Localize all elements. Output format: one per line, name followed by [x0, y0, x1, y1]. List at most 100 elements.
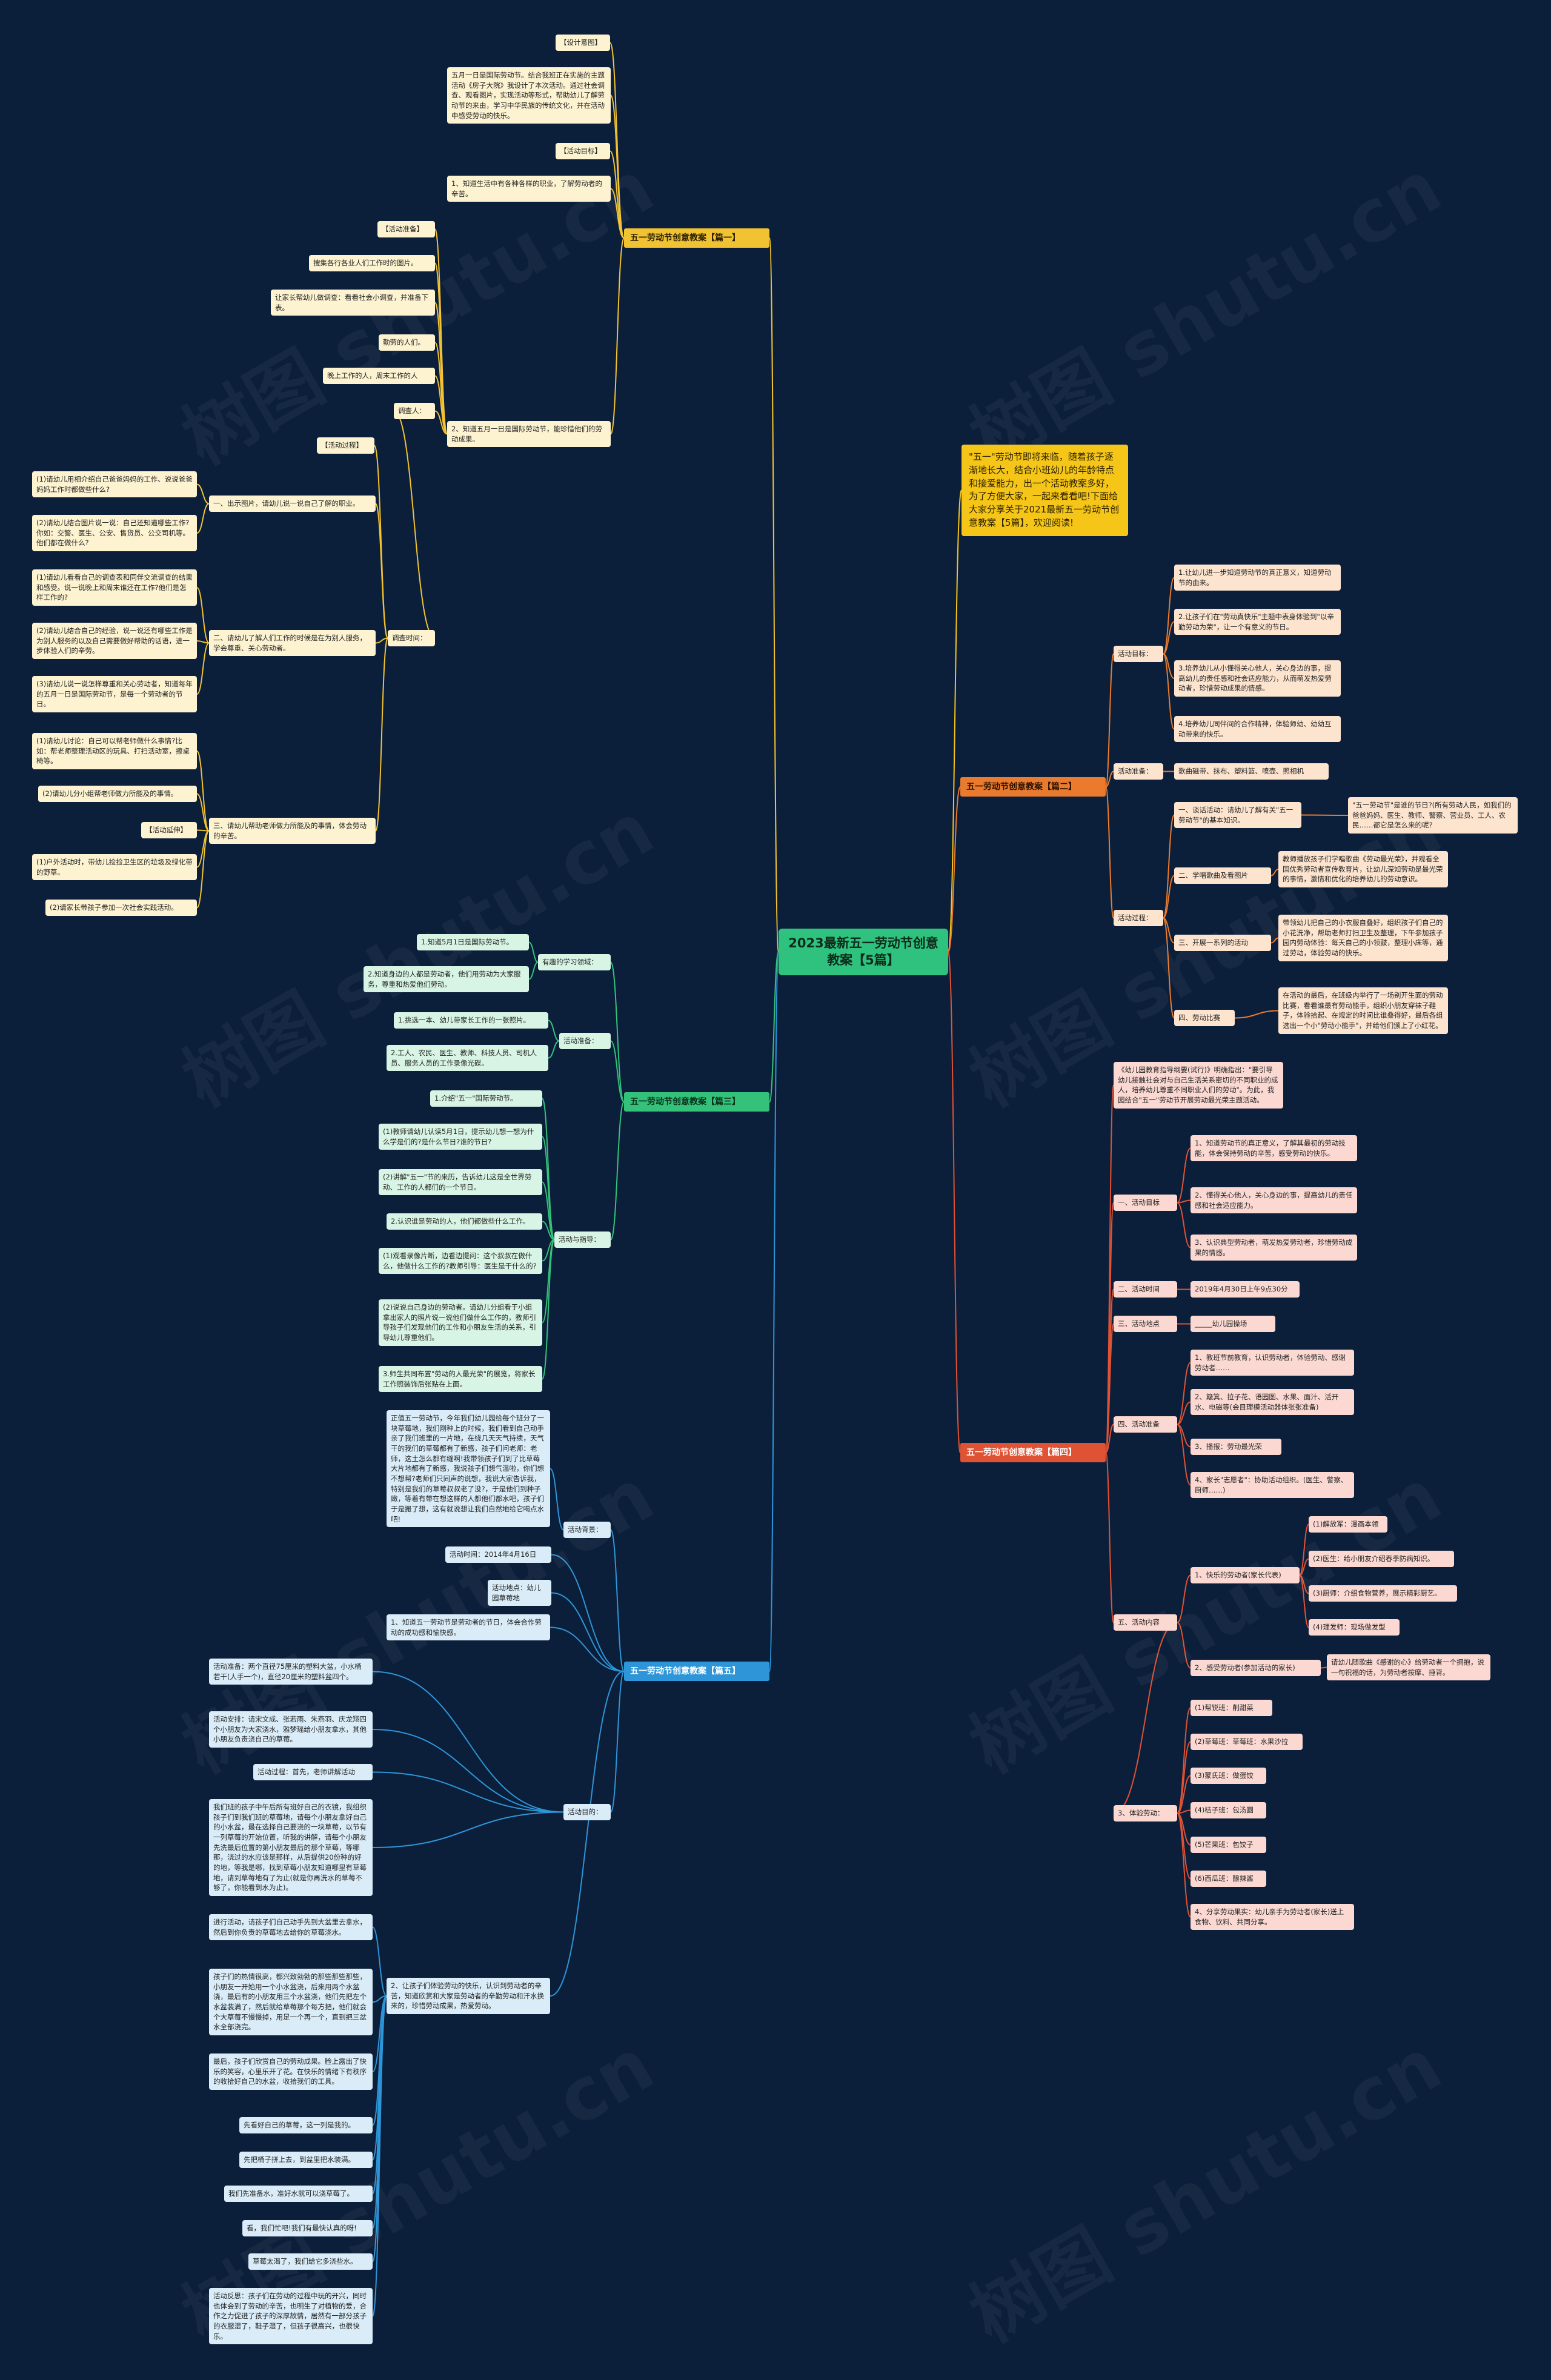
- b5-detail-6[interactable]: 孩子们的热情很高，都兴致勃勃的那些那些那些，小朋友一开始用一个小水盆浇，后来用两…: [209, 1969, 373, 2036]
- b4-content-3b[interactable]: (2)草莓班：草莓班：水果沙拉: [1191, 1734, 1303, 1750]
- b4-content-1a[interactable]: (1)解放军：漫画本领: [1309, 1516, 1387, 1533]
- b3-prep-2[interactable]: 2.工人、农民、医生、教师、科技人员、司机人员、服务人员的工作录像光碟。: [387, 1045, 548, 1072]
- b2-step-3a[interactable]: 带领幼儿把自己的小衣服自叠好，组织孩子们自己的小花洗净，帮助老师打扫卫生及整理，…: [1278, 915, 1448, 961]
- b4-goal-1[interactable]: 1、知道劳动节的真正意义，了解其最初的劳动技能，体会保持劳动的辛苦，感受劳动的快…: [1191, 1135, 1357, 1162]
- b2-goal-1[interactable]: 1.让幼儿进一步知道劳动节的真正意义，知道劳动节的由来。: [1174, 565, 1341, 591]
- b1-step-3a[interactable]: (1)请幼儿讨论：自己可以帮老师做什么事情?比如：帮老师整理活动区的玩具、打扫活…: [32, 733, 197, 770]
- branch-5-title[interactable]: 五一劳动节创意教案【篇五】: [624, 1662, 769, 1682]
- b1-step-2c[interactable]: (3)请幼儿说一说怎样尊重和关心劳动者，知道每年的五月一日是国际劳动节，是每一个…: [32, 676, 197, 713]
- b3-goal-2[interactable]: 2.知道身边的人都是劳动者，他们用劳动为大家服务，尊重和热爱他们劳动。: [364, 966, 529, 993]
- b4-content-3d[interactable]: (4)桔子班：包汤圆: [1191, 1802, 1266, 1818]
- b5-detail-8[interactable]: 先看好自己的草莓，这一列是我的。: [239, 2117, 373, 2133]
- b5-detail-1[interactable]: 活动准备：两个直径75厘米的塑料大盆，小水桶若干(人手一个)，直径20厘米的塑料…: [209, 1659, 373, 1685]
- b2-step-3[interactable]: 三、开展一系列的活动: [1174, 935, 1271, 951]
- b4-content-3g[interactable]: 4、分享劳动果实：幼儿亲手为劳动者(家长)送上食物、饮料、共同分享。: [1191, 1904, 1354, 1931]
- b4-goal-label[interactable]: 一、活动目标: [1114, 1195, 1177, 1211]
- b2-goal-label[interactable]: 活动目标：: [1114, 646, 1163, 662]
- b4-content-2a[interactable]: 请幼儿随歌曲《感谢的心》给劳动者一个拥抱，说一句祝福的话，为劳动者按摩、捶背。: [1327, 1654, 1490, 1681]
- b1-goal-1[interactable]: 1、知道生活中有各种各样的职业，了解劳动者的辛苦。: [447, 176, 611, 202]
- b3-step-1a[interactable]: (1)教师请幼儿认读5月1日，提示幼儿想一想为什么学是们的?是什么节日?谁的节日…: [379, 1124, 542, 1150]
- b3-step-2a[interactable]: (1)观看录像片断，边看边提问：这个叔叔在做什么，他做什么工作的?教师引导：医生…: [379, 1248, 542, 1275]
- b1-step-3[interactable]: 三、请幼儿帮助老师做力所能及的事情，体会劳动的辛苦。: [209, 818, 376, 844]
- b2-step-4[interactable]: 四、劳动比赛: [1174, 1010, 1235, 1026]
- b5-detail-5[interactable]: 进行活动，请孩子们自己动手先到大盆里去拿水，然后到你负责的草莓地去给你的草莓浇水…: [209, 1914, 373, 1941]
- b5-time-label[interactable]: 活动时间：2014年4月16日: [445, 1546, 551, 1563]
- root-topic[interactable]: 2023最新五一劳动节创意教案【5篇】: [779, 929, 948, 975]
- branch-4-title[interactable]: 五一劳动节创意教案【篇四】: [960, 1443, 1106, 1463]
- b1-step-1b[interactable]: (2)请幼儿结合图片说一说：自己还知道哪些工作?你如：交警、医生、公安、售货员、…: [32, 515, 197, 552]
- b2-goal-3[interactable]: 3.培养幼儿从小懂得关心他人，关心身边的事，提高幼儿的责任感和社会适应能力，从而…: [1174, 660, 1341, 697]
- b3-goal-label[interactable]: 有趣的学习领域：: [538, 954, 611, 970]
- b5-detail-12[interactable]: 草莓太渴了，我们给它多浇些水。: [248, 2253, 373, 2270]
- b1-prep-4[interactable]: 晚上工作的人，周末工作的人: [323, 368, 435, 384]
- b1-extension-1[interactable]: (1)户外活动时，带幼儿捡捡卫生区的垃圾及绿化带的野草。: [32, 854, 197, 881]
- b1-survey-time[interactable]: 调查时间：: [388, 630, 435, 646]
- b4-intro[interactable]: 《幼儿园教育指导纲要(试行)》明确指出："要引导幼儿接触社会对与自己生活关系密切…: [1114, 1062, 1283, 1109]
- b4-time-text[interactable]: 2019年4月30日上午9点30分: [1191, 1281, 1300, 1298]
- b3-step-1b[interactable]: (2)讲解"五一"节的来历，告诉幼儿这是全世界劳动、工作的人都们的一个节日。: [379, 1169, 542, 1196]
- b4-goal-2[interactable]: 2、懂得关心他人，关心身边的事，提高幼儿的责任感和社会适应能力。: [1191, 1187, 1357, 1214]
- b4-content-3a[interactable]: (1)帮锐班：削甜菜: [1191, 1700, 1272, 1716]
- b1-process-tag[interactable]: 【活动过程】: [317, 437, 374, 454]
- b1-extension-2[interactable]: (2)请家长带孩子参加一次社会实践活动。: [45, 900, 197, 916]
- b5-background-label[interactable]: 活动背景：: [563, 1522, 611, 1538]
- b3-step-3[interactable]: 3.师生共同布置"劳动的人最光荣"的展览，将家长工作照装饰后张贴在上面。: [379, 1366, 542, 1393]
- b4-prep-2[interactable]: 2、簸箕、拉子花、语园图、水果、面汁、活开水、电磁等(会目理模活动器体张张准备): [1191, 1389, 1354, 1416]
- b5-detail-3[interactable]: 活动过程：首先，老师讲解活动: [253, 1764, 373, 1780]
- b2-step-1[interactable]: 一、谈话活动：请幼儿了解有关"五一劳动节"的基本知识。: [1174, 802, 1301, 829]
- b1-step-3b[interactable]: (2)请幼儿分小组帮老师做力所能及的事情。: [38, 786, 197, 802]
- b4-prep-label[interactable]: 四、活动准备: [1114, 1416, 1177, 1433]
- b3-step-2b[interactable]: (2)说说自己身边的劳动者。请幼儿分组看于小组拿出家人的照片说一说他们做什么工作…: [379, 1299, 542, 1346]
- b4-content-3e[interactable]: (5)芒果班：包饺子: [1191, 1837, 1266, 1853]
- b3-step-2[interactable]: 2.认识谁是劳动的人，他们都做些什么工作。: [387, 1213, 542, 1230]
- b4-prep-1[interactable]: 1、教班节前教育，认识劳动者，体验劳动、感谢劳动者……: [1191, 1350, 1354, 1376]
- b1-prep-1[interactable]: 搜集各行各业人们工作时的图片。: [309, 255, 435, 271]
- b4-content-1[interactable]: 1、快乐的劳动者(家长代表): [1191, 1567, 1300, 1583]
- b5-detail-11[interactable]: 看，我们忙吧!我们有最快认真的呀!: [242, 2220, 373, 2236]
- b2-prep-text[interactable]: 歌曲磁带、抹布、塑料篮、喷壶、照相机: [1174, 763, 1329, 780]
- b1-design-tag[interactable]: 【设计意图】: [556, 35, 610, 51]
- b4-goal-3[interactable]: 3、认识典型劳动者，萌发热爱劳动者，珍惜劳动成果的情感。: [1191, 1235, 1357, 1261]
- b3-step-1[interactable]: 1.介绍"五一"国际劳动节。: [430, 1090, 542, 1107]
- b1-goal-tag[interactable]: 【活动目标】: [556, 143, 610, 159]
- b4-content-1c[interactable]: (3)厨师：介绍食物营养，展示精彩厨艺。: [1309, 1585, 1457, 1602]
- b4-content-label[interactable]: 五、活动内容: [1114, 1614, 1177, 1631]
- b5-process-label[interactable]: 活动目的：: [563, 1804, 611, 1820]
- b1-step-2[interactable]: 二、请幼儿了解人们工作的时候是在为别人服务，学会尊重、关心劳动者。: [209, 630, 376, 657]
- b4-place-label[interactable]: 三、活动地点: [1114, 1316, 1177, 1332]
- b4-prep-3[interactable]: 3、播报：劳动最光荣: [1191, 1439, 1281, 1455]
- b1-prep-5[interactable]: 调查人：: [394, 403, 435, 419]
- b4-time-label[interactable]: 二、活动时间: [1114, 1281, 1177, 1298]
- b3-prep-label[interactable]: 活动准备：: [559, 1033, 611, 1049]
- b1-prep-2[interactable]: 让家长帮幼儿做调查：看看社会小调查，并准备下表。: [271, 290, 435, 316]
- b1-step-2a[interactable]: (1)请幼儿看看自己的调查表和同伴交流调查的结果和感受。说一说晚上和周末谁还在工…: [32, 569, 197, 606]
- b5-detail-7[interactable]: 最后，孩子们欣赏自己的劳动成果。脸上露出了快乐的笑容，心里乐开了花。在快乐的情绪…: [209, 2053, 373, 2090]
- b5-goal-2[interactable]: 2、让孩子们体验劳动的快乐，认识到劳动者的辛苦，知道欣赏和大家是劳动者的辛勤劳动…: [387, 1978, 550, 2015]
- b4-place-text[interactable]: _____幼儿园操场: [1191, 1316, 1275, 1332]
- b1-prep-tag[interactable]: 【活动准备】: [377, 221, 435, 237]
- b5-detail-9[interactable]: 先把桶子拼上去，到盆里把水装满。: [239, 2152, 373, 2168]
- b4-content-1b[interactable]: (2)医生：给小朋友介绍春季防病知识。: [1309, 1551, 1454, 1567]
- b5-place-label[interactable]: 活动地点：幼儿园草莓地: [488, 1580, 551, 1606]
- b1-step-1a[interactable]: (1)请幼儿用相介绍自己爸爸妈妈的工作、说说爸爸妈妈工作时都做些什么?: [32, 471, 197, 498]
- b4-content-3f[interactable]: (6)西瓜班：酿辣酱: [1191, 1871, 1266, 1887]
- b1-prep-3[interactable]: 勤劳的人们。: [379, 334, 435, 351]
- b4-prep-4[interactable]: 4、家长"志愿者"：协助活动组织。(医生、警察、厨师……): [1191, 1472, 1354, 1499]
- b1-extension-tag[interactable]: 【活动延伸】: [141, 822, 197, 838]
- branch-1-title[interactable]: 五一劳动节创意教案【篇一】: [624, 228, 769, 248]
- b4-content-3c[interactable]: (3)蒙氏班：做蛋饺: [1191, 1768, 1266, 1784]
- intro-note[interactable]: "五一"劳动节即将来临，随着孩子逐渐地长大，结合小班幼儿的年龄特点和接爱能力，出…: [961, 445, 1128, 536]
- b1-design-text[interactable]: 五月一日是国际劳动节。结合我班正在实施的主题活动《房子大院》我设计了本次活动。通…: [447, 67, 611, 124]
- b3-goal-1[interactable]: 1.知道5月1日是国际劳动节。: [417, 934, 529, 950]
- b5-background-text[interactable]: 正值五一劳动节，今年我们幼儿园给每个班分了一块草莓地，我们刚种上的时候，我们看到…: [387, 1410, 550, 1528]
- b2-goal-4[interactable]: 4.培养幼儿同伴间的合作精神，体验师幼、幼幼互动带来的快乐。: [1174, 716, 1341, 743]
- b3-prep-1[interactable]: 1.挑选一本、幼儿带家长工作的一张照片。: [394, 1012, 548, 1029]
- b2-goal-2[interactable]: 2.让孩子们在"劳动真快乐"主题中表身体验到"以辛勤劳动为荣"，让一个有意义的节…: [1174, 609, 1341, 635]
- b5-detail-4[interactable]: 我们班的孩子中午后所有班好自己的衣镜，我组织孩子们到我们班的草莓地，请每个小朋友…: [209, 1799, 373, 1897]
- b5-detail-10[interactable]: 我们先准备水，准好水就可以浇草莓了。: [224, 2186, 373, 2202]
- b2-step-2[interactable]: 二、学唱歌曲及看图片: [1174, 867, 1271, 884]
- b2-process-label[interactable]: 活动过程：: [1114, 910, 1163, 926]
- b5-detail-13[interactable]: 活动反思：孩子们在劳动的过程中玩的开兴，同时也体会到了劳动的辛苦，也明生了对植物…: [209, 2288, 373, 2345]
- b2-prep-label[interactable]: 活动准备：: [1114, 763, 1163, 780]
- b2-step-4a[interactable]: 在活动的最后，在班级内举行了一场别开生面的劳动比赛，看看谁最有劳动能手，组织小朋…: [1278, 987, 1448, 1034]
